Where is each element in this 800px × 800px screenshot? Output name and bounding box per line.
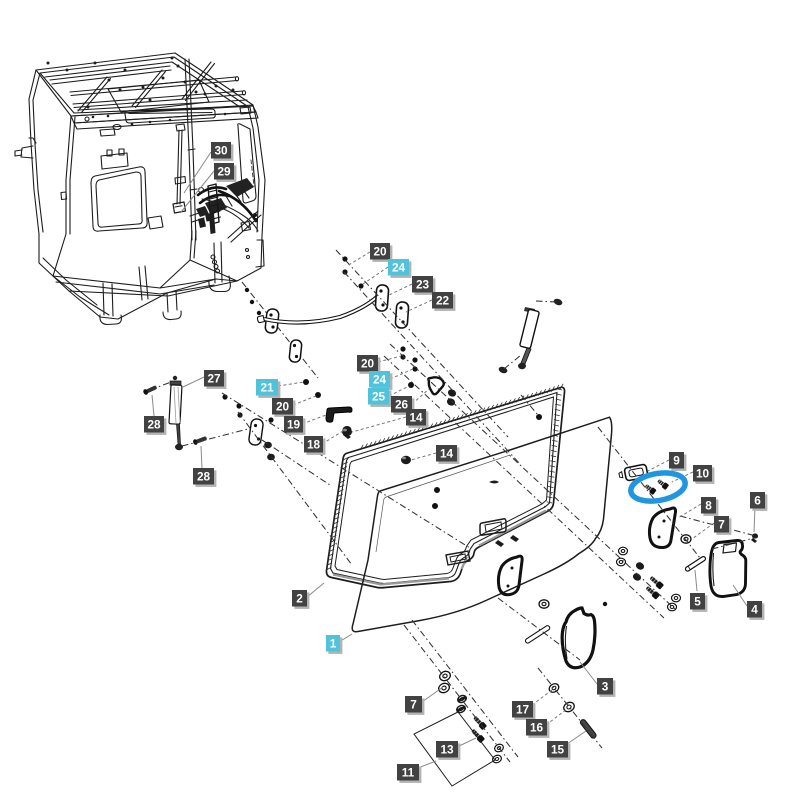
svg-text:13: 13 — [440, 743, 454, 757]
svg-text:10: 10 — [696, 467, 710, 481]
svg-text:20: 20 — [361, 357, 375, 371]
svg-text:18: 18 — [307, 438, 321, 452]
svg-text:25: 25 — [372, 390, 386, 404]
svg-text:20: 20 — [373, 245, 387, 259]
svg-text:20: 20 — [276, 400, 290, 414]
svg-text:11: 11 — [402, 766, 415, 780]
svg-text:6: 6 — [754, 494, 761, 508]
svg-text:14: 14 — [440, 447, 454, 461]
svg-text:9: 9 — [673, 454, 680, 468]
svg-text:7: 7 — [410, 698, 417, 712]
svg-text:28: 28 — [197, 470, 211, 484]
svg-text:1: 1 — [330, 637, 337, 651]
svg-text:24: 24 — [392, 261, 406, 275]
svg-text:8: 8 — [705, 499, 712, 513]
svg-text:7: 7 — [718, 518, 725, 532]
svg-text:23: 23 — [416, 278, 430, 292]
svg-text:15: 15 — [551, 743, 565, 757]
svg-text:5: 5 — [694, 595, 701, 609]
svg-text:21: 21 — [260, 381, 274, 395]
svg-text:22: 22 — [436, 294, 450, 308]
svg-text:14: 14 — [409, 411, 423, 425]
svg-text:27: 27 — [207, 372, 221, 386]
svg-text:30: 30 — [214, 144, 228, 158]
svg-text:4: 4 — [751, 603, 758, 617]
svg-text:2: 2 — [296, 592, 303, 606]
svg-text:16: 16 — [530, 721, 544, 735]
svg-text:29: 29 — [217, 165, 231, 179]
svg-text:17: 17 — [516, 703, 530, 717]
svg-text:3: 3 — [602, 680, 609, 694]
svg-text:19: 19 — [287, 418, 301, 432]
svg-text:24: 24 — [373, 373, 387, 387]
svg-text:26: 26 — [395, 398, 409, 412]
svg-text:28: 28 — [147, 418, 161, 432]
